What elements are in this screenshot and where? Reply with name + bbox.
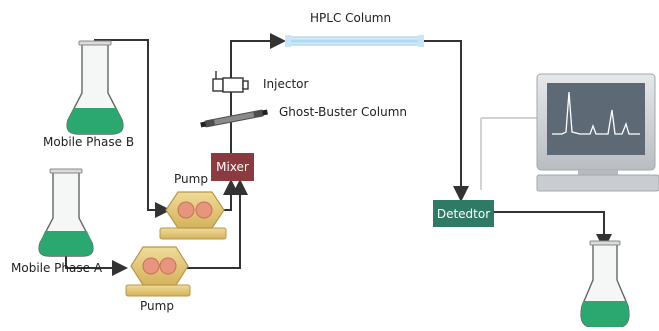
detector-label: Detedtor [436,206,491,221]
line-detector-to-waste [494,211,612,250]
pump-icon [125,246,191,297]
flow-lines [65,33,612,276]
pump-bottom-label: Pump [140,299,174,313]
flask-icon [580,240,630,328]
line-pump-bottom-to-mixer [182,179,248,269]
flask-icon [66,40,124,135]
line-mixer-to-column [230,33,286,153]
pump-top-label: Pump [174,172,208,186]
ghost-buster-column-icon [200,109,268,128]
monitor-icon [480,73,659,192]
hplc-column-label: HPLC Column [310,11,392,25]
pump-icon [159,191,227,240]
line-column-to-detector [422,40,469,202]
chromatogram-trace [552,91,640,135]
mobile-phase-a-label: Mobile Phase A [11,261,103,275]
ghost-buster-label: Ghost-Buster Column [279,105,407,119]
line-pump-top-to-mixer [222,179,239,211]
column-icon [285,35,424,47]
mixer-label: Mixer [216,160,249,174]
flask-icon [38,168,94,257]
injector-label: Injector [263,77,309,91]
mobile-phase-b-label: Mobile Phase B [43,135,135,149]
mixer-box: Mixer [211,153,254,181]
injector-icon [212,71,249,93]
detector-box: Detedtor [433,200,494,227]
